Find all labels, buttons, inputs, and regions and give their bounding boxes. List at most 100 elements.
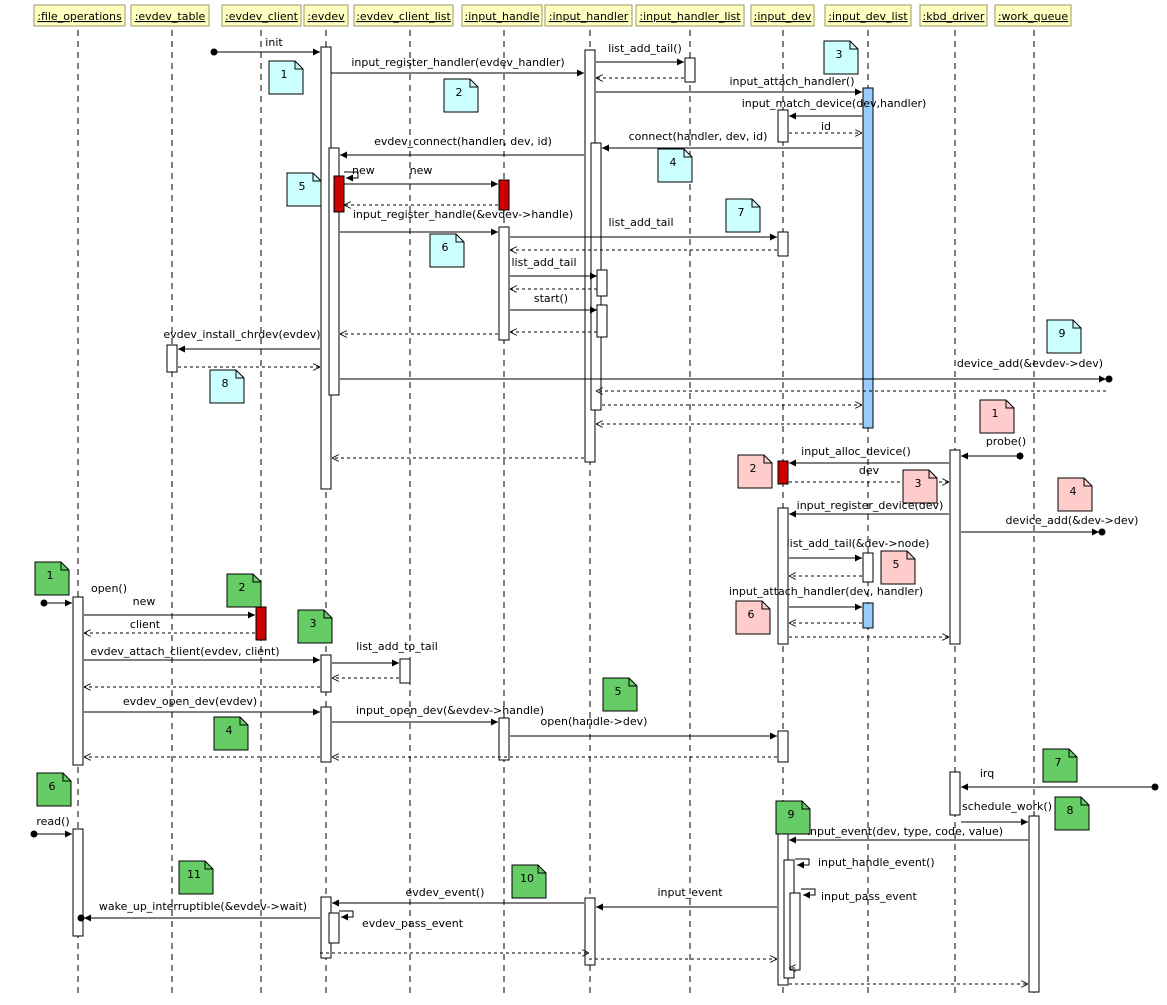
message-label: open(handle->dev) [541,715,648,728]
note-label: 8 [1067,804,1074,817]
participant-idl: :input_dev_list [824,4,912,27]
activation-bar [498,226,510,341]
step-note: 2 [226,573,262,608]
note-label: 3 [836,48,843,61]
message: schedule_work() [961,800,1052,826]
step-note: 3 [823,40,859,75]
activation-bar [949,449,961,645]
note-fold [1068,749,1077,758]
message-label: input_event [657,886,723,899]
activation-bar [777,507,789,645]
note-label: 2 [239,581,246,594]
participant-ihl: :input_handler_list [635,4,745,27]
message-label: list_add_to_tail [356,640,438,653]
note-fold [323,610,332,619]
participant-label: :kbd_driver [923,10,985,23]
note-fold [235,370,244,379]
self-call-arrow [801,888,816,899]
message: wake_up_interruptible(&evdev->wait) [77,900,320,922]
message-label: input_register_handle(&evdev->handle) [353,208,573,221]
participant-kd: :kbd_driver [919,4,988,27]
participant-box [33,4,126,27]
step-note: 1 [979,399,1015,434]
message-label: read() [36,815,69,828]
note-fold [294,61,303,70]
activation-bar [777,231,789,257]
activation-bar [320,706,332,763]
message-label: list_add_tail() [608,42,682,55]
note-label: 3 [915,477,922,490]
note-label: 6 [748,608,755,621]
message: new [344,164,375,182]
participant-label: :work_queue [998,10,1069,23]
message-label: irq [980,767,994,780]
participant-label: :input_dev [754,10,812,23]
message: input_handle_event() [795,856,935,869]
message: client [84,618,255,633]
message-label: evdev_open_dev(evdev) [123,695,257,708]
message-label: new [133,595,156,608]
message-label: input_attach_handler(dev, handler) [729,585,923,598]
participant-box [750,4,815,27]
activation-bar [166,344,178,373]
participant-box [635,4,745,27]
activation-bar [862,602,874,629]
message: irq [961,767,1159,791]
note-label: 9 [1059,327,1066,340]
step-note: 7 [725,198,761,233]
activation-bar [949,771,961,816]
note-label: 1 [47,569,54,582]
message-label: evdev_event() [406,886,485,899]
step-note: 2 [737,454,773,489]
activation-bar [333,175,345,213]
note-label: 5 [893,558,900,571]
participant-box [544,4,633,27]
message: list_add_tail() [596,42,684,66]
message-label: new [352,164,375,177]
message-label: input_alloc_device() [801,445,911,458]
activation-bar [584,897,596,966]
activation-bar [498,179,510,211]
message-label: input_handle_event() [818,856,935,869]
participant-label: :evdev_client [225,10,299,23]
message: list_add_tail [510,256,597,280]
message-label: dev [859,464,880,477]
note-label: 2 [456,86,463,99]
activation-bar [596,304,608,338]
activation-bar [789,892,801,971]
found-message-dot [40,599,48,607]
activation-bar [1028,815,1040,993]
message: evdev_install_chrdev(evdev) [163,328,321,353]
note-fold [455,234,464,243]
message: input_attach_handler(dev, handler) [729,585,923,611]
participant-label: :evdev_client_list [356,10,451,23]
message: new [344,164,498,188]
activation-bar [777,109,789,143]
participant-label: :evdev_table [135,10,206,23]
activation-bar [72,828,84,937]
message: list_add_tail(&dev->node) [787,537,929,562]
participant-box [303,4,349,27]
message: list_add_tail [510,216,777,241]
note-fold [761,601,770,610]
message: input_attach_handler() [596,75,862,96]
found-message-dot [1151,783,1159,791]
message: open() [40,582,127,607]
step-note: 5 [286,172,322,207]
note-label: 4 [670,156,677,169]
note-fold [1072,320,1081,329]
participant-wq: :work_queue [994,4,1072,27]
participant-box [221,4,302,27]
message: input_open_dev(&evdev->handle) [332,704,544,726]
participant-box [130,4,210,27]
found-message-dot [1016,452,1024,460]
activation-bar [596,269,608,297]
message-label: init [265,36,283,49]
message-label: evdev_install_chrdev(evdev) [163,328,320,341]
step-note: 6 [429,233,465,268]
found-message-dot [30,830,38,838]
activation-bar [498,717,510,761]
note-label: 11 [187,868,201,881]
activation-bar [862,87,874,429]
note-label: 9 [788,808,795,821]
